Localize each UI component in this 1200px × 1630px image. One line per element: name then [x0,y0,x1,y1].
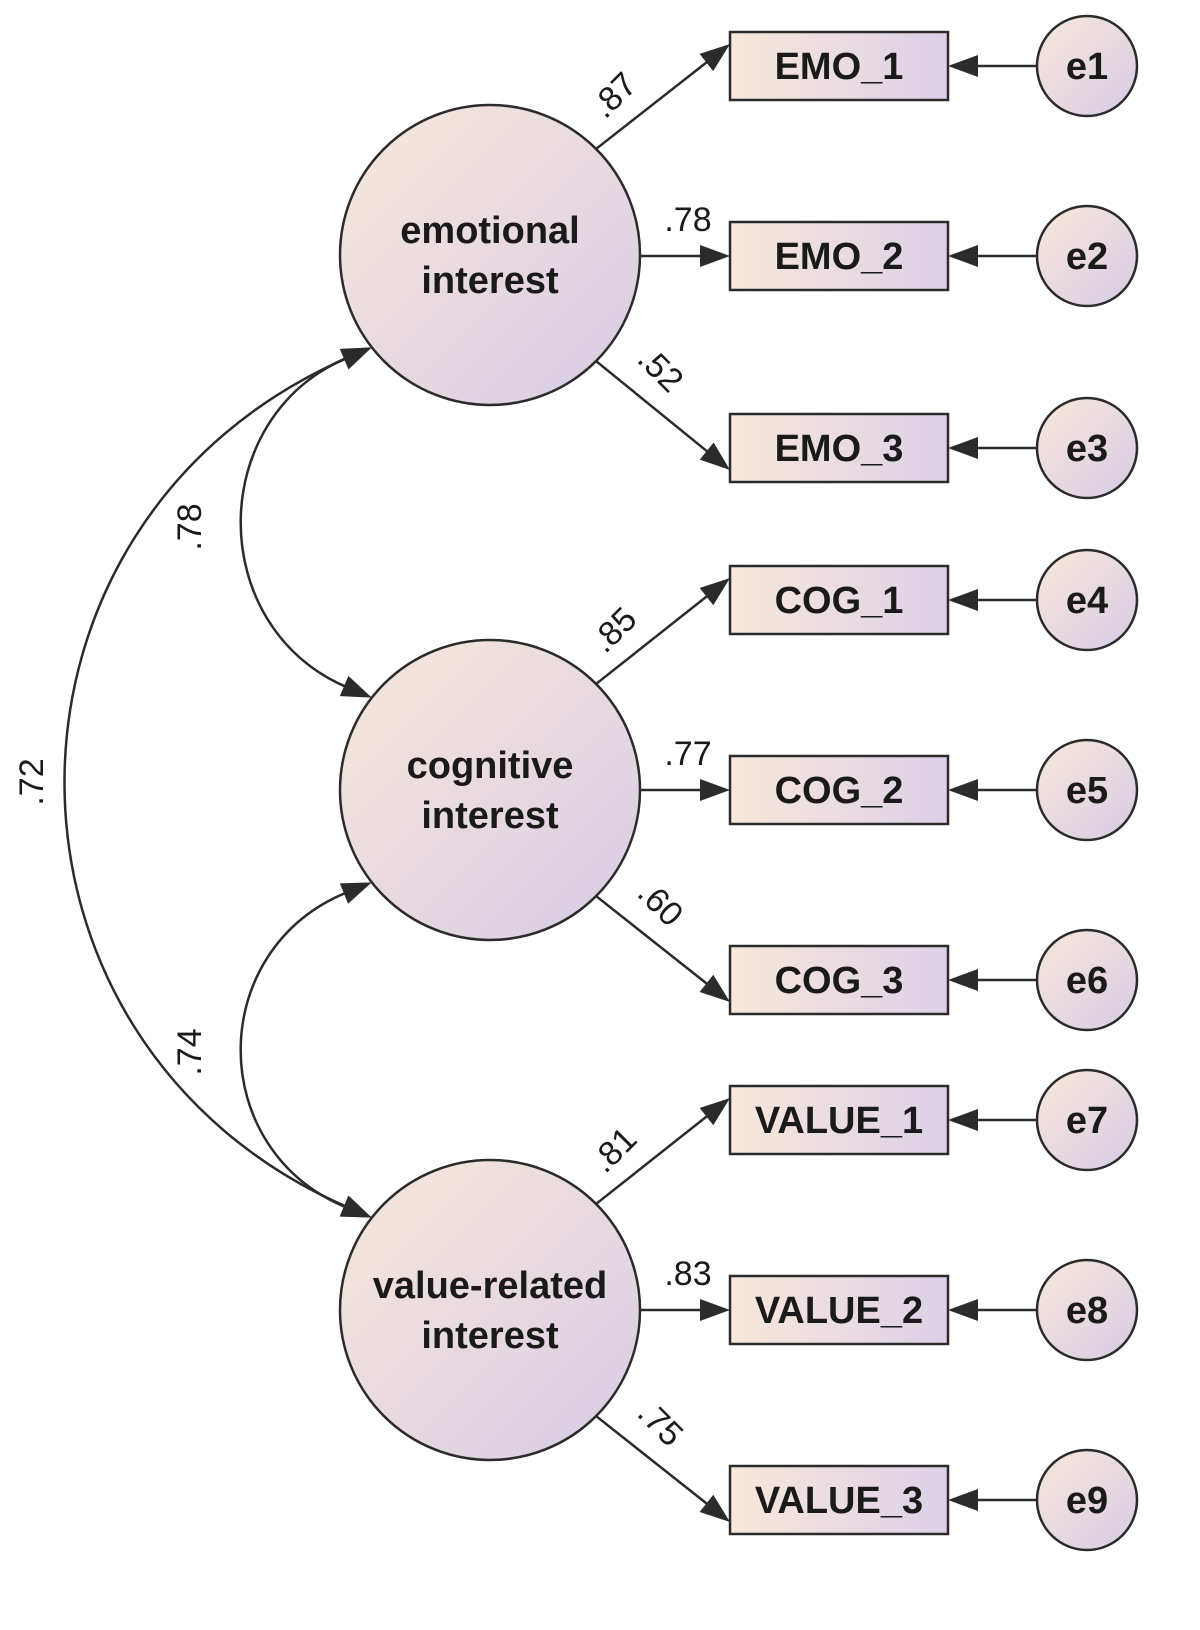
loading-arrowhead-cog-3 [699,974,730,1002]
error-label-e2: e2 [1066,236,1108,278]
error-arrowhead-e4 [948,589,978,611]
observed-box-value-1 [728,1084,950,1156]
covariance-cognitive-value-path [239,890,349,1210]
error-arrowhead-e7 [948,1109,978,1131]
loading-path-emo-1 [595,60,709,150]
observed-box-value-3 [728,1464,950,1536]
loading-path-value-3 [595,1415,709,1506]
error-label-e1: e1 [1066,46,1108,88]
latent-label-emotional-2: interest [421,260,559,302]
loading-path-cog-1 [595,594,709,685]
covariance-emotional-value-path [63,356,349,1209]
covariance-emotional-value-value: .72 [13,758,51,805]
covariance-emotional-cognitive-arrowhead-end [339,675,372,698]
observed-label-cog-2: COG_2 [775,770,904,812]
loading-value-emo-2: .78 [664,201,711,239]
error-arrowhead-e5 [948,779,978,801]
error-circle-e3 [1035,396,1139,500]
latent-label-emotional-1: emotional [400,210,579,252]
error-circle-e7 [1035,1068,1139,1172]
error-label-e9: e9 [1066,1480,1108,1522]
loading-arrowhead-cog-2 [700,779,730,801]
error-circle-e5 [1035,738,1139,842]
covariance-emotional-cognitive-value: .78 [171,503,209,550]
observed-box-value-2 [728,1274,950,1346]
latent-label-value-1: value-related [373,1265,607,1307]
latent-label-cognitive-2: interest [421,795,559,837]
loading-value-value-2: .83 [664,1255,711,1293]
loading-value-cog-3: .60 [630,874,690,934]
covariance-emotional-value-arrowhead-end [339,1195,372,1218]
loading-path-cog-3 [595,895,709,986]
loading-arrowhead-emo-3 [699,442,730,470]
error-label-e5: e5 [1066,770,1108,812]
observed-box-cog-3 [728,944,950,1016]
observed-label-emo-3: EMO_3 [775,428,904,470]
error-arrowhead-e2 [948,245,978,267]
loading-value-value-3: .75 [630,1394,690,1454]
error-label-e4: e4 [1066,580,1108,622]
loading-value-cog-2: .77 [664,735,711,773]
loading-arrowhead-cog-1 [699,578,730,606]
error-circle-e1 [1035,14,1139,118]
error-circle-e6 [1035,928,1139,1032]
covariance-emotional-cognitive-path [239,356,349,689]
error-label-e7: e7 [1066,1100,1108,1142]
observed-box-emo-3 [728,412,950,484]
error-label-e8: e8 [1066,1290,1108,1332]
loading-arrowhead-emo-1 [699,44,730,72]
observed-label-value-2: VALUE_2 [755,1290,923,1332]
loading-arrowhead-emo-2 [700,245,730,267]
latent-label-cognitive-1: cognitive [407,745,574,787]
latent-label-value-2: interest [421,1315,559,1357]
loading-arrowhead-value-1 [699,1098,730,1126]
observed-label-cog-3: COG_3 [775,960,904,1002]
error-circle-e2 [1035,204,1139,308]
error-arrowhead-e9 [948,1489,978,1511]
loading-path-emo-3 [595,360,710,454]
observed-label-value-1: VALUE_1 [755,1100,923,1142]
error-arrowhead-e6 [948,969,978,991]
latent-circle-cognitive [338,638,642,942]
observed-label-cog-1: COG_1 [775,580,904,622]
latent-circle-emotional [338,103,642,407]
error-label-e3: e3 [1066,428,1108,470]
covariance-cognitive-value-value: .74 [171,1028,209,1075]
error-arrowhead-e1 [948,55,978,77]
error-arrowhead-e8 [948,1299,978,1321]
loading-arrowhead-value-2 [700,1299,730,1321]
loading-value-cog-1: .85 [584,600,644,660]
error-circle-e4 [1035,548,1139,652]
error-label-e6: e6 [1066,960,1108,1002]
edges-layer [63,44,1037,1522]
loading-value-emo-1: .87 [584,65,644,125]
loading-path-value-1 [595,1114,709,1205]
covariance-cognitive-value-arrowhead-start [339,882,372,904]
observed-box-cog-1 [728,564,950,636]
loading-value-value-1: .81 [584,1120,644,1180]
covariance-emotional-value-arrowhead-start [339,347,372,370]
nodes-layer [338,14,1139,1552]
error-circle-e9 [1035,1448,1139,1552]
loading-value-emo-3: .52 [630,340,690,400]
error-arrowhead-e3 [948,437,978,459]
error-circle-e8 [1035,1258,1139,1362]
observed-box-emo-1 [728,30,950,102]
latent-circle-value [338,1158,642,1462]
observed-label-value-3: VALUE_3 [755,1480,923,1522]
observed-box-cog-2 [728,754,950,826]
observed-label-emo-2: EMO_2 [775,236,904,278]
loading-arrowhead-value-3 [699,1494,730,1522]
observed-label-emo-1: EMO_1 [775,46,904,88]
observed-box-emo-2 [728,220,950,292]
